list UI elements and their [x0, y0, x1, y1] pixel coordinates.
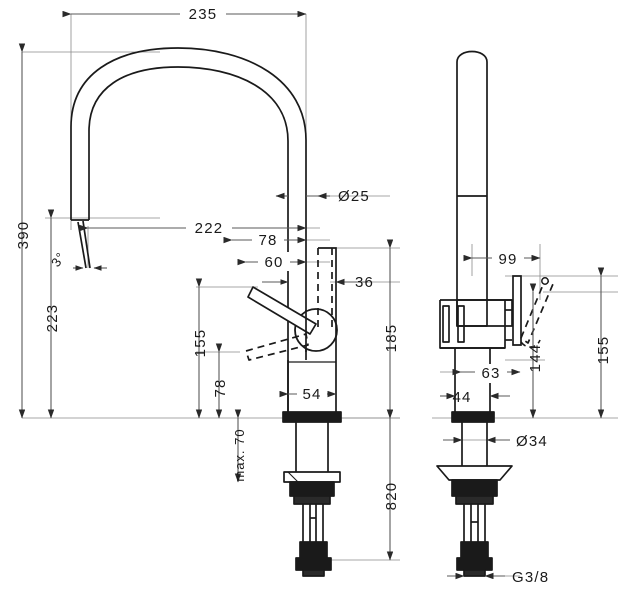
- dim-155-front: 155: [192, 329, 209, 358]
- dim-223: 223: [44, 304, 61, 333]
- dim-99: 99: [498, 251, 517, 268]
- dim-60: 60: [264, 254, 283, 271]
- dim-max-70: max. 70: [232, 428, 247, 481]
- dim-54: 54: [302, 386, 321, 403]
- dim-78-horizontal: 78: [258, 232, 277, 249]
- dim-36: 36: [355, 274, 374, 291]
- dim-235: 235: [189, 6, 218, 23]
- dim-185: 185: [383, 324, 400, 353]
- lever-handle-front: [245, 286, 338, 361]
- front-view-outline: [70, 47, 342, 577]
- dim-820: 820: [383, 482, 400, 511]
- dim-dia-34: Ø34: [516, 433, 548, 450]
- side-view-outline: [436, 50, 513, 577]
- dim-78-vertical: 78: [212, 378, 229, 397]
- lever-handle-side: [512, 275, 554, 348]
- dim-dia-25: Ø25: [338, 188, 370, 205]
- dim-144: 144: [527, 344, 544, 373]
- dim-390: 390: [15, 221, 32, 250]
- hidden-cartridge-front: [317, 248, 333, 330]
- dim-angle-3deg: 3°: [48, 249, 69, 269]
- dim-thread-g38: G3/8: [512, 569, 549, 586]
- dim-63: 63: [481, 365, 500, 382]
- dimension-labels: 235 390 223 222 78 60 Ø25 36 155 78 max.…: [15, 3, 612, 586]
- dim-44: 44: [452, 389, 471, 406]
- dim-155-side: 155: [595, 336, 612, 365]
- front-upper-body: [305, 247, 337, 352]
- dim-222: 222: [195, 220, 224, 237]
